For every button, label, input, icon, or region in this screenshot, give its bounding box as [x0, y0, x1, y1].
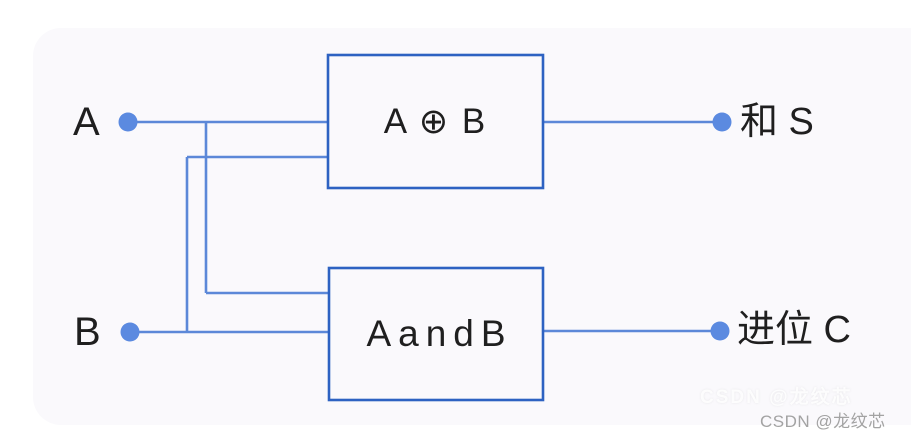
xor-gate-label: A ⊕ B: [383, 101, 488, 141]
and-gate-label: AandB: [366, 313, 513, 354]
watermark: CSDN @龙纹芯: [760, 412, 886, 431]
node-output-carry: [710, 321, 730, 341]
carry-output-label: 进位 C: [737, 309, 852, 351]
xor-gate-box: [326, 53, 545, 190]
and-gate-box: [327, 266, 545, 402]
xor-gate-label-wrap: A ⊕ B: [328, 55, 543, 188]
watermark-ghost: CSDN @龙纹芯: [700, 387, 853, 408]
input-a-label: A: [73, 100, 100, 144]
and-gate-label-wrap: AandB: [329, 268, 543, 400]
node-input-b: [120, 322, 140, 342]
node-output-sum: [712, 112, 732, 132]
node-input-a: [118, 112, 138, 132]
sum-output-label: 和 S: [740, 101, 814, 143]
input-b-label: B: [74, 310, 101, 354]
